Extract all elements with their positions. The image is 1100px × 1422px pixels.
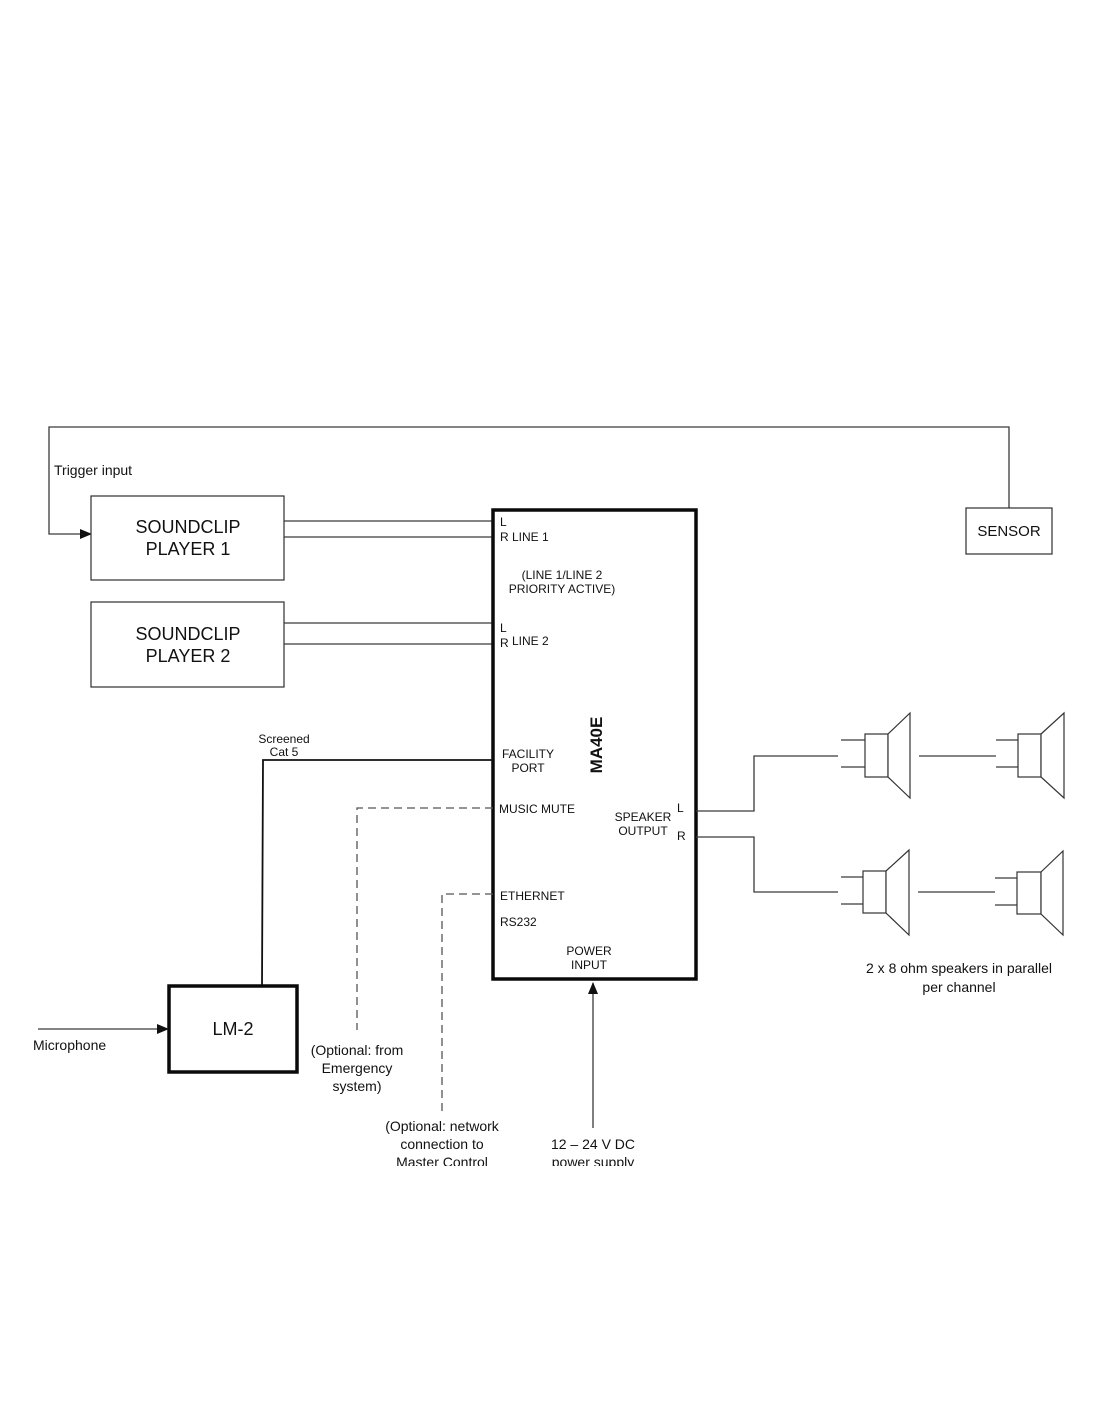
speaker-left-wire xyxy=(696,755,838,812)
optional-emergency-line1: (Optional: from xyxy=(311,1042,404,1058)
speaker-output-label-line2: OUTPUT xyxy=(618,824,668,838)
optional-network-line1: (Optional: network xyxy=(385,1118,500,1134)
soundclip-player-1-block: SOUNDCLIP PLAYER 1 xyxy=(90,495,285,581)
power-supply-line2: power supply xyxy=(552,1154,635,1170)
optional-emergency-line2: Emergency xyxy=(322,1060,393,1076)
music-mute-label: MUSIC MUTE xyxy=(499,802,575,816)
speakers-note-line1: 2 x 8 ohm speakers in parallel xyxy=(866,960,1052,976)
ma40e-amplifier-block: L R LINE 1 (LINE 1/LINE 2 PRIORITY ACTIV… xyxy=(491,508,698,981)
speaker-r-label: R xyxy=(677,829,686,843)
cable-label-line2: Cat 5 xyxy=(270,745,299,759)
power-input-label-line2: INPUT xyxy=(571,958,608,972)
optional-network-line3: Master Control xyxy=(396,1154,488,1170)
trigger-input-label: Trigger input xyxy=(54,462,132,478)
sensor-block: SENSOR xyxy=(965,507,1053,555)
ethernet-label: ETHERNET xyxy=(500,889,565,903)
trigger-wire xyxy=(48,426,1010,539)
speaker-icon xyxy=(995,849,1064,937)
sensor-label: SENSOR xyxy=(977,523,1041,540)
player2-label-line2: PLAYER 2 xyxy=(146,646,231,666)
speaker-icon xyxy=(841,711,911,800)
speaker-icon xyxy=(841,848,910,937)
microphone-label: Microphone xyxy=(33,1037,106,1053)
line2-label: LINE 2 xyxy=(512,634,549,648)
line2-r-label: R xyxy=(500,636,509,650)
line1-label: LINE 1 xyxy=(512,530,549,544)
soundclip-player-2-block: SOUNDCLIP PLAYER 2 xyxy=(90,601,285,688)
priority-note-line1: (LINE 1/LINE 2 xyxy=(522,568,603,582)
speaker-icon xyxy=(996,711,1065,800)
music-mute-dashed-wire xyxy=(356,807,493,1030)
ethernet-dashed-wire xyxy=(441,893,493,1112)
player2-label-line1: SOUNDCLIP xyxy=(135,624,240,644)
cable-label-line1: Screened xyxy=(258,732,309,746)
power-input-label-line1: POWER xyxy=(566,944,612,958)
lm2-block: LM-2 xyxy=(167,984,299,1074)
amplifier-model-name: MA40E xyxy=(587,717,606,774)
cat5-cable xyxy=(261,759,493,987)
optional-network-line2: connection to xyxy=(400,1136,483,1152)
lm2-label: LM-2 xyxy=(212,1019,253,1039)
speakers-note-line2: per channel xyxy=(922,979,995,995)
player1-label-line1: SOUNDCLIP xyxy=(135,517,240,537)
rs232-label: RS232 xyxy=(500,915,537,929)
facility-port-label-line1: FACILITY xyxy=(502,747,554,761)
player1-label-line2: PLAYER 1 xyxy=(146,539,231,559)
priority-note-line2: PRIORITY ACTIVE) xyxy=(509,582,615,596)
facility-port-label-line2: PORT xyxy=(511,761,545,775)
power-supply-line1: 12 – 24 V DC xyxy=(551,1136,635,1152)
line2-l-label: L xyxy=(500,621,507,635)
speaker-output-label-line1: SPEAKER xyxy=(615,810,672,824)
optional-emergency-line3: system) xyxy=(333,1078,382,1094)
line1-r-label: R xyxy=(500,530,509,544)
speaker-right-wire xyxy=(696,836,838,893)
line1-l-label: L xyxy=(500,515,507,529)
speaker-l-label: L xyxy=(677,801,684,815)
